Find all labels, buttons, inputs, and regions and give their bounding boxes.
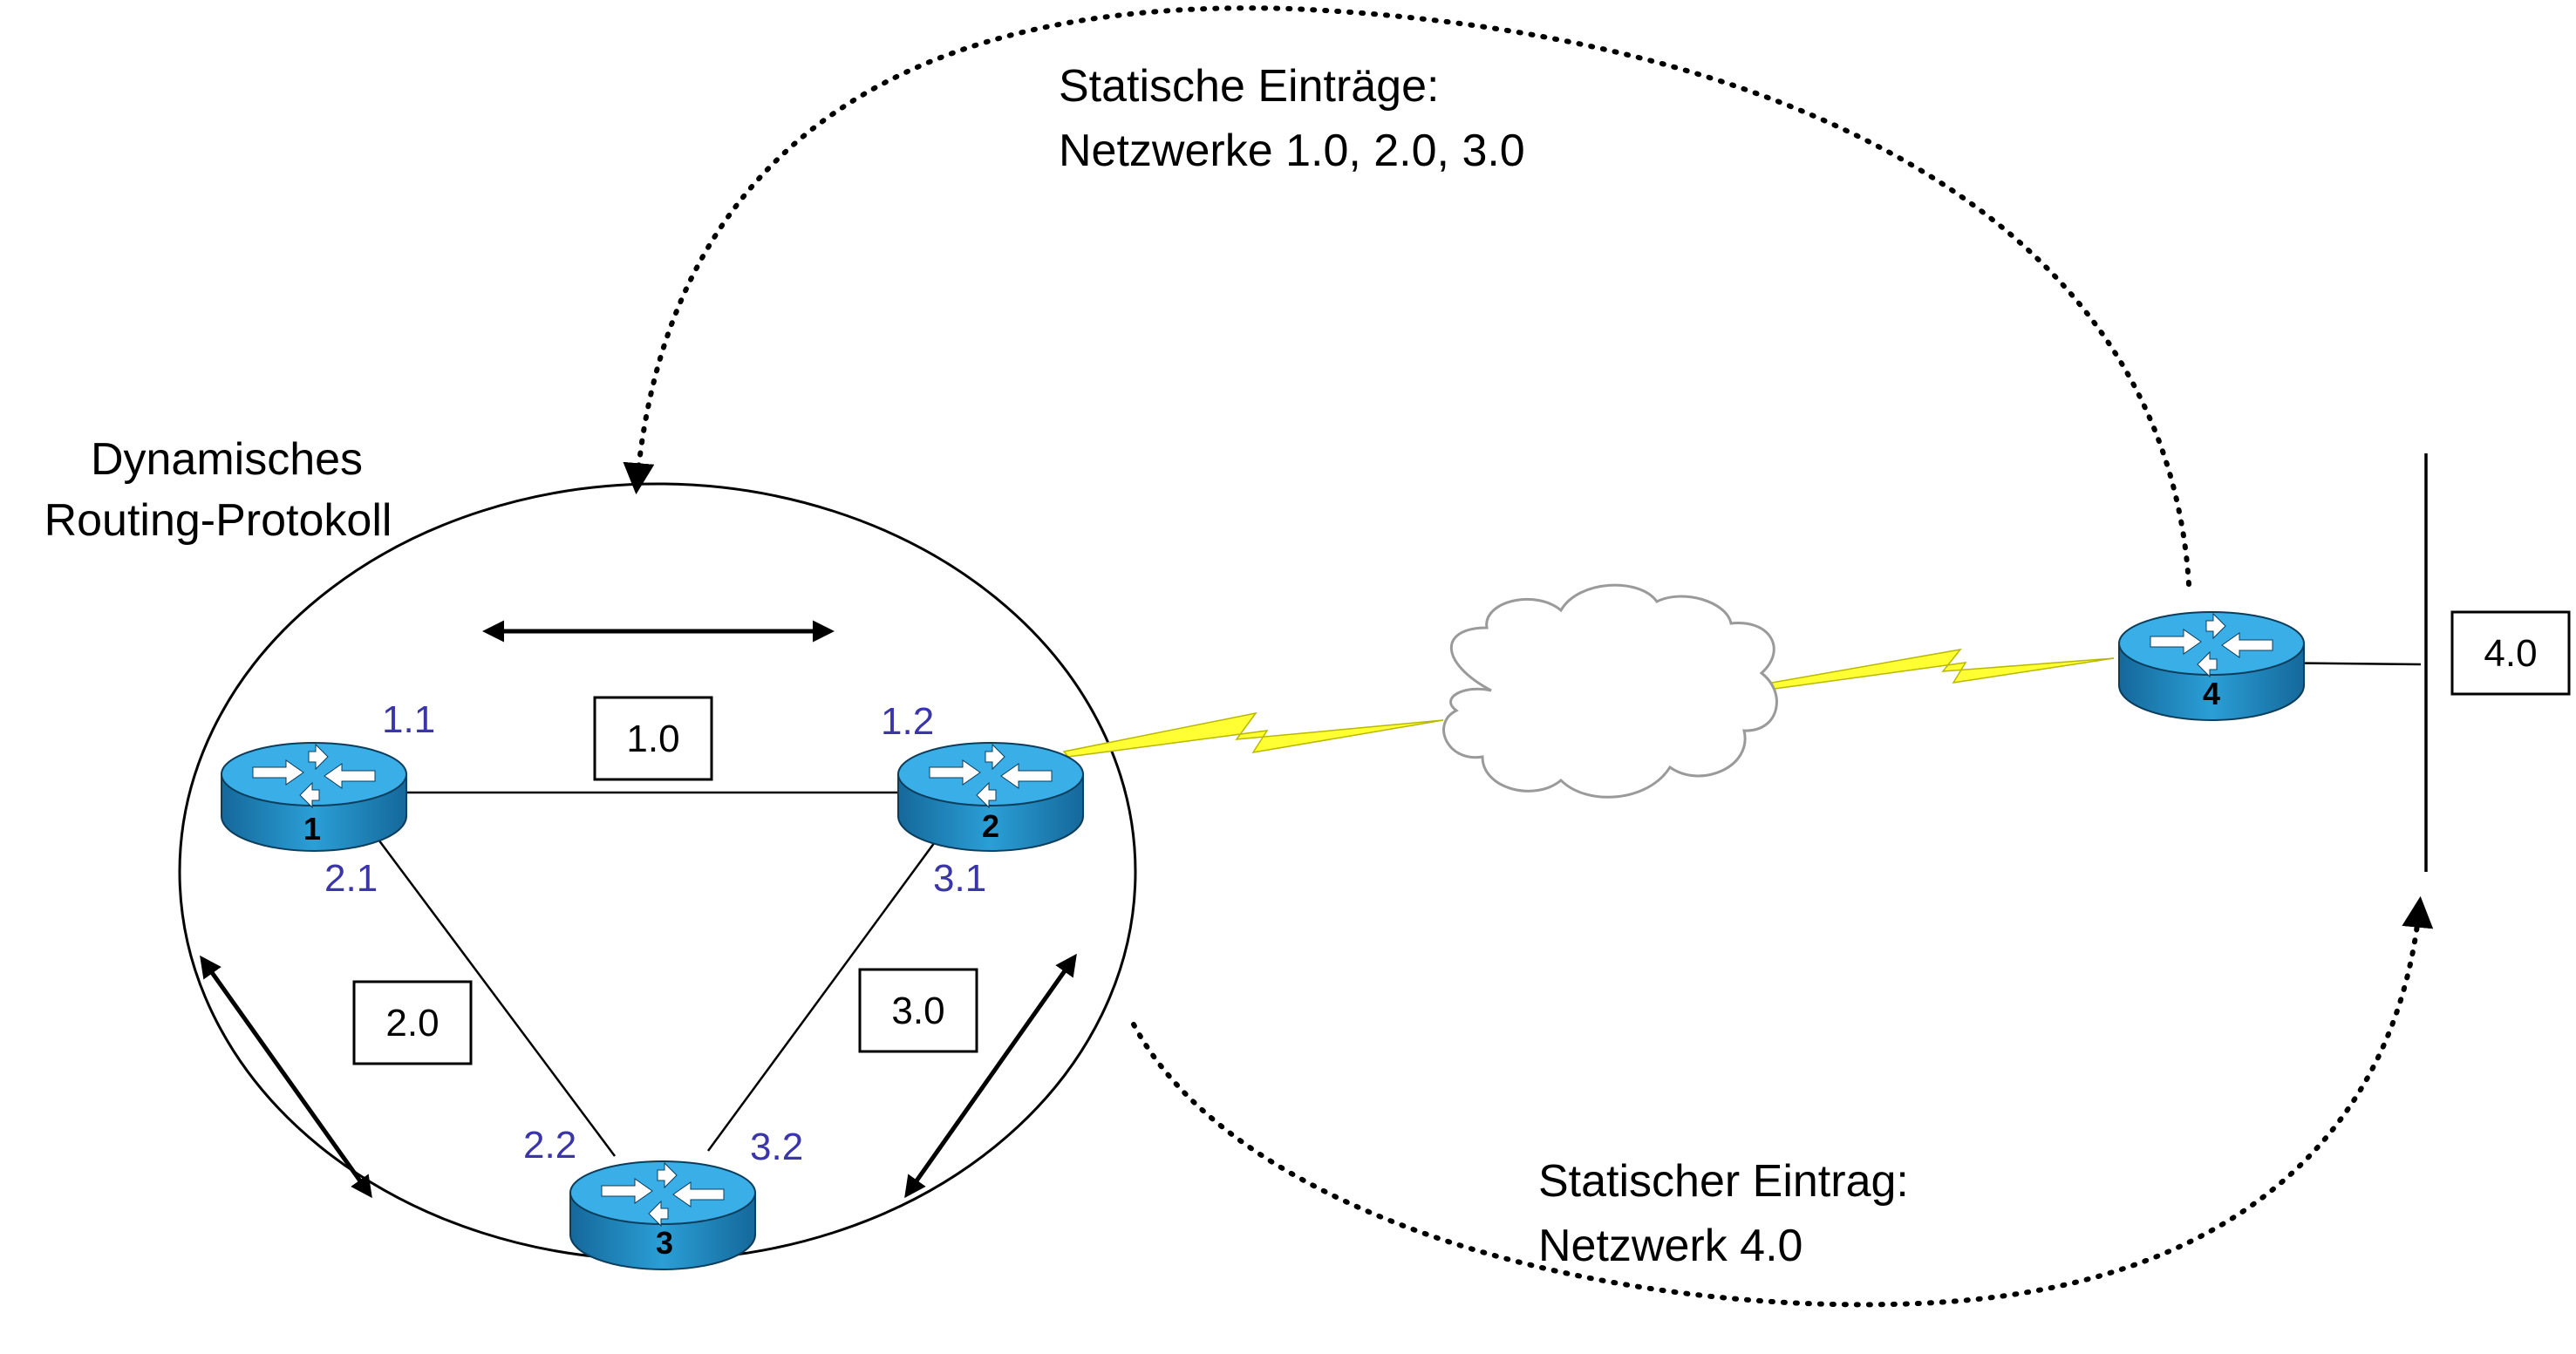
network-label: 1.0	[626, 718, 679, 760]
serial-link-cloud-4	[1755, 648, 2115, 691]
dynamic-routing-label-line2: Routing-Protokoll	[44, 495, 392, 546]
routing-domain-ellipse	[178, 482, 1137, 1262]
network-box-frame	[858, 968, 978, 1053]
network-box-2-0: 2.0	[352, 980, 473, 1065]
static-entries-label-line1: Statische Einträge:	[1059, 61, 1439, 112]
interface-label-1-1: 1.1	[382, 698, 435, 741]
router-3: 3	[569, 1160, 756, 1270]
interface-label-2-2: 2.2	[523, 1124, 576, 1167]
network-label: 3.0	[891, 990, 944, 1032]
wan-cloud	[1442, 583, 1778, 799]
link-2-3	[706, 832, 944, 1152]
network-box-frame	[352, 980, 473, 1065]
router-4: 4	[2118, 611, 2305, 721]
router-1-number: 1	[303, 811, 321, 847]
static-route-arc-top	[623, 5, 2191, 587]
static-entry-label-line2: Netzwerk 4.0	[1538, 1221, 1803, 1271]
network-box-1-0: 1.0	[593, 696, 713, 781]
dynamic-routing-label-line1: Dynamisches	[91, 434, 363, 485]
router-2: 2	[897, 742, 1084, 852]
router-3-number: 3	[656, 1225, 673, 1261]
router-2-number: 2	[982, 808, 999, 844]
static-route-arc-bottom	[1131, 895, 2434, 1308]
interface-label-1-2: 1.2	[881, 700, 934, 743]
network-label: 4.0	[2484, 632, 2537, 675]
interface-label-3-2: 3.2	[750, 1126, 803, 1168]
network-box-frame	[593, 696, 713, 781]
double-arrow-right	[904, 953, 1077, 1199]
interface-label-2-1: 2.1	[324, 857, 378, 900]
network-label: 2.0	[385, 1002, 439, 1044]
network-box-frame	[2450, 610, 2571, 696]
static-entry-label-line1: Statischer Eintrag:	[1538, 1156, 1909, 1207]
router-4-number: 4	[2203, 676, 2220, 711]
link-1-3	[371, 832, 617, 1157]
network-box-4-0: 4.0	[2450, 610, 2571, 696]
static-entries-label-line2: Netzwerke 1.0, 2.0, 3.0	[1059, 126, 1525, 176]
serial-link-2-cloud	[1062, 711, 1444, 758]
router-1: 1	[221, 742, 407, 852]
double-arrow-left	[200, 955, 372, 1199]
interface-label-3-1: 3.1	[933, 857, 986, 900]
network-box-3-0: 3.0	[858, 968, 978, 1053]
